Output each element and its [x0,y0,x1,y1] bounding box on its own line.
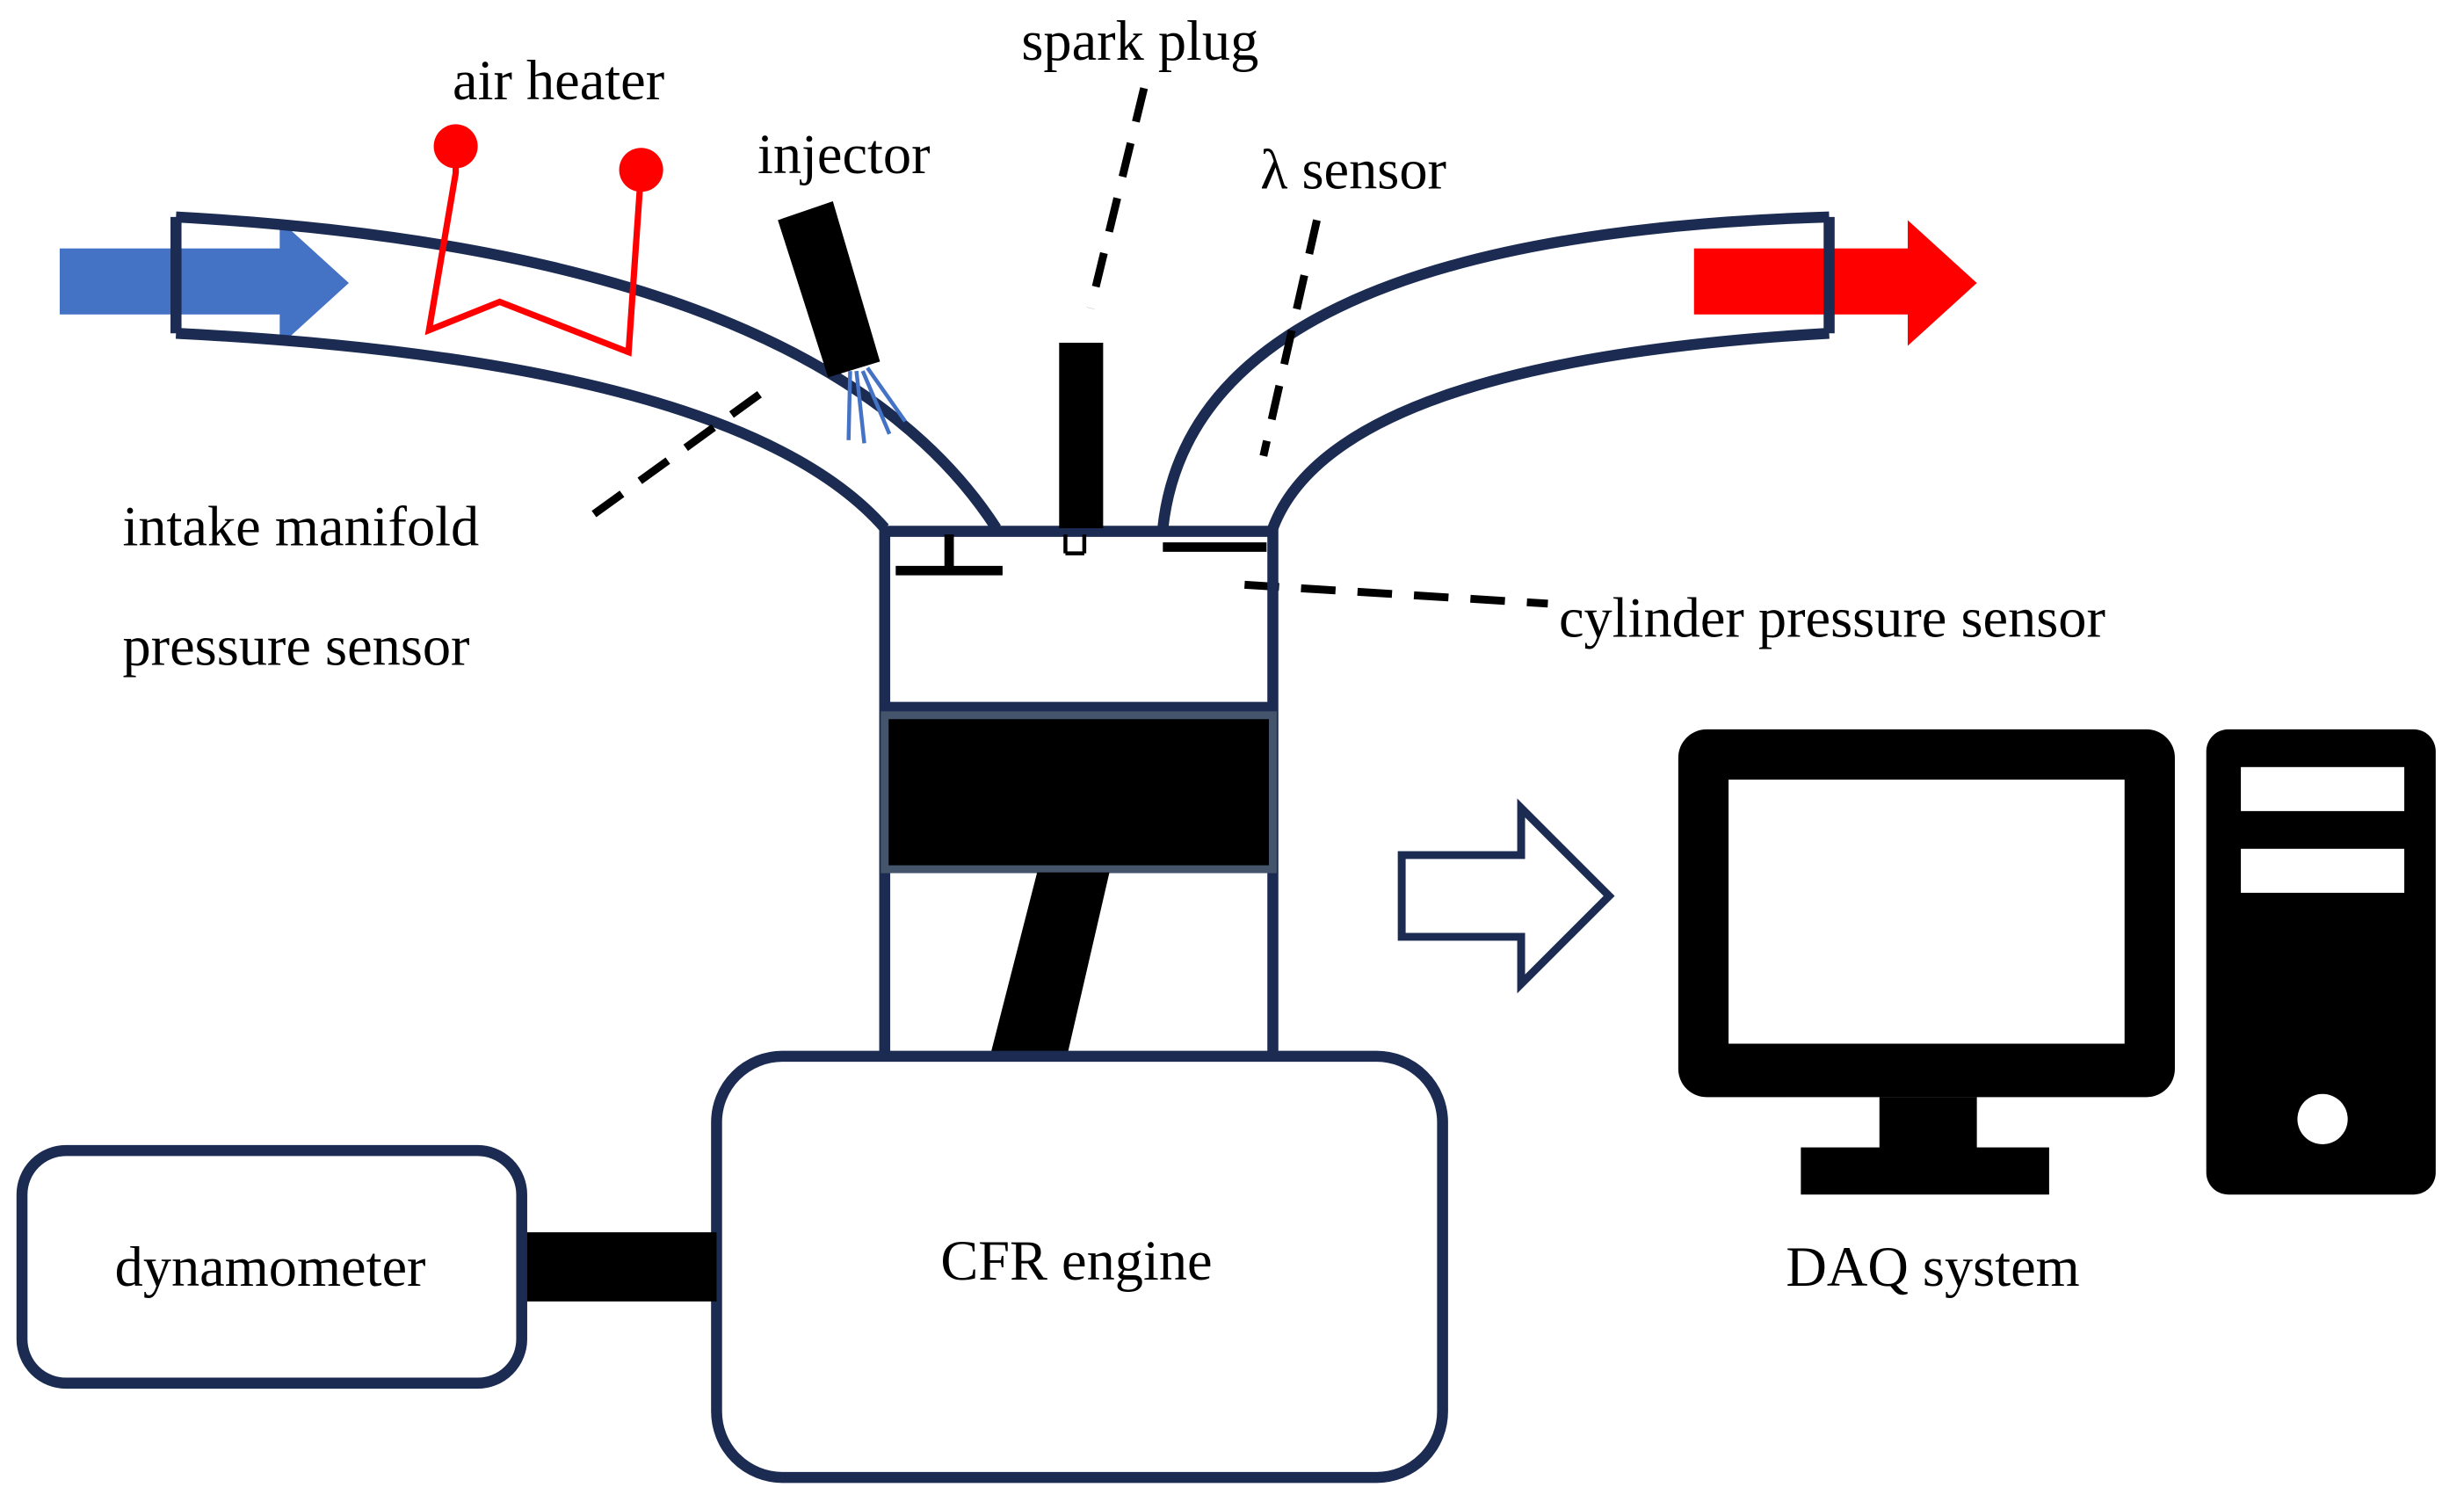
air-heater-label: air heater [453,49,664,112]
intake-pressure-label-line2: pressure sensor [122,615,469,678]
connecting-rod [989,872,1110,1056]
spark-plug-label: spark plug [1021,10,1258,72]
intake-air-arrow [59,220,349,346]
air-heater-icon [424,124,663,357]
piston [881,711,1277,874]
desktop-computer-icon [1678,729,2436,1195]
cylinder-pressure-label: cylinder pressure sensor [1559,586,2105,649]
lambda-sensor-label: λ sensor [1260,139,1446,201]
cfr-engine-label: CFR engine [940,1230,1212,1292]
intake-pressure-label-line1: intake manifold [122,496,479,558]
intake-manifold-pipe [170,211,1002,533]
spark-plug-leader [1086,87,1149,309]
injector-icon [778,201,907,444]
dynamometer-shaft [518,1232,717,1302]
signal-arrow [1397,798,1615,994]
spark-plug-icon [1059,342,1104,555]
cylinder-sensor-leader [1244,580,1548,608]
dynamometer-block: dynamometer [16,1144,527,1389]
cfr-engine-block: CFR engine [711,1050,1448,1484]
dynamometer-label: dynamometer [115,1236,426,1298]
exhaust-manifold-pipe [1157,211,1835,531]
intake-valve-icon [895,534,1003,576]
daq-system-label: DAQ system [1786,1236,2079,1298]
injector-label: injector [757,123,931,185]
exhaust-gas-arrow [1693,220,1977,346]
intake-sensor-leader [591,383,772,518]
lambda-sensor-leader [1259,219,1321,457]
